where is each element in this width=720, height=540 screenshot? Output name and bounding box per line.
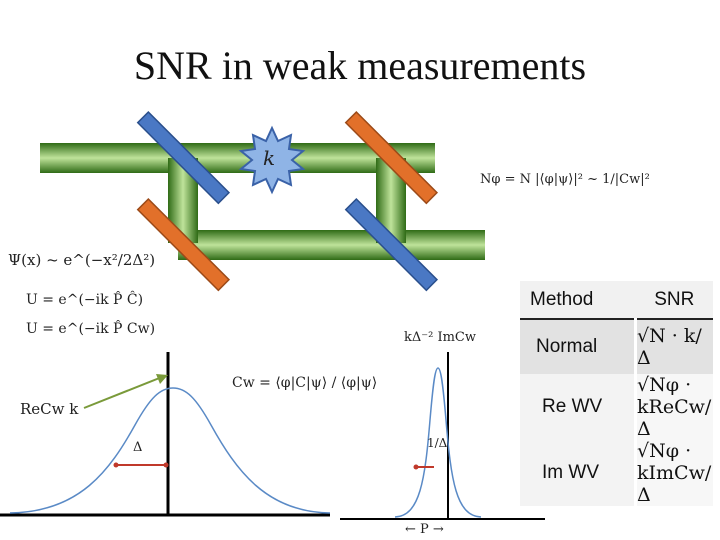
row-snr: √N · k/Δ xyxy=(635,319,713,374)
cw-equation: Cw = ⟨φ|C|ψ⟩ / ⟨φ|ψ⟩ xyxy=(232,375,378,391)
row-method: Re WV xyxy=(520,374,637,440)
table-row: Re WV √Nφ · kReCw/Δ xyxy=(520,374,713,440)
n-phi-equation: Nφ = N |⟨φ|ψ⟩|² ~ 1/|Cw|² xyxy=(480,172,650,187)
row-method: Im WV xyxy=(520,440,637,506)
k-delta-imcw-label: kΔ⁻² ImCw xyxy=(404,330,477,345)
mirror-orange-top-right xyxy=(344,110,439,205)
delta-label: Δ xyxy=(133,440,143,455)
table-header-row: Method SNR xyxy=(520,281,713,320)
left-gaussian-curve xyxy=(9,387,331,514)
row-snr: √Nφ · kReCw/Δ xyxy=(635,374,713,440)
mirror-blue-top-left xyxy=(136,110,231,205)
right-gaussian-curve xyxy=(394,367,482,518)
shift-arrow xyxy=(83,376,163,409)
k-star-icon xyxy=(238,125,306,195)
table-row: Im WV √Nφ · kImCw/Δ xyxy=(520,440,713,506)
psi-equation: Ψ(x) ~ e^(−x²/2Δ²) xyxy=(8,251,156,269)
inv-delta-label: 1/Δ xyxy=(427,436,448,450)
mirror-orange-bottom-left xyxy=(136,197,231,292)
u-equation-1: U = e^(−ik P̂ Ĉ) xyxy=(26,292,144,308)
table-row: Normal √N · k/Δ xyxy=(520,319,713,374)
snr-table: Method SNR Normal √N · k/Δ Re WV √Nφ · k… xyxy=(520,281,713,506)
shift-arrow-head-icon xyxy=(156,374,168,384)
page-title: SNR in weak measurements xyxy=(133,43,587,88)
beam-bottom xyxy=(178,230,485,260)
p-axis-label: ← P → xyxy=(405,522,444,537)
recw-k-label: ReCw k xyxy=(20,400,79,418)
beam-top xyxy=(40,143,435,173)
k-label: k xyxy=(263,146,276,170)
row-snr: √Nφ · kImCw/Δ xyxy=(635,440,713,506)
u-equation-2: U = e^(−ik P̂ Cw) xyxy=(26,321,156,337)
header-method: Method xyxy=(520,281,636,320)
mirror-blue-bottom-right xyxy=(344,197,439,292)
header-snr: SNR xyxy=(635,281,713,320)
row-method: Normal xyxy=(520,319,637,374)
